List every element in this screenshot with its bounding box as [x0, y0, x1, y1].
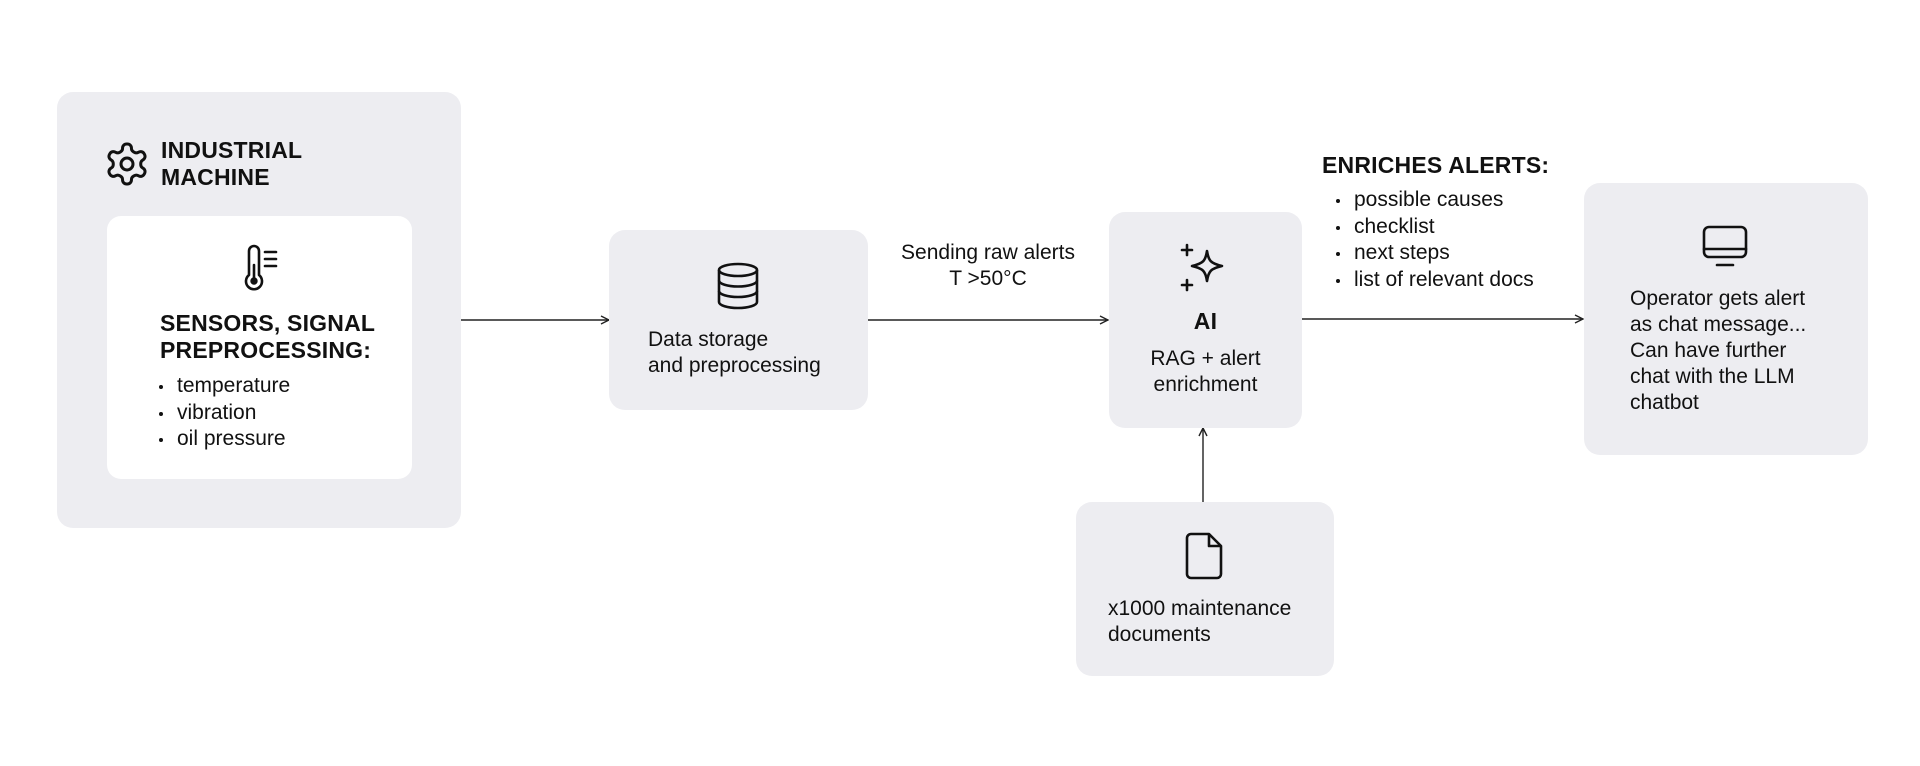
enriches-list: possible causes checklist next steps lis… [1335, 187, 1534, 293]
document-icon [1182, 531, 1226, 581]
ai-title: AI [1193, 308, 1218, 334]
list-item: list of relevant docs [1335, 267, 1534, 294]
monitor-icon [1701, 223, 1749, 271]
list-item: checklist [1335, 214, 1534, 241]
thermometer-icon [234, 243, 284, 293]
sparkles-icon [1178, 242, 1230, 294]
data-storage-label: Data storage and preprocessing [648, 328, 821, 377]
gear-icon [103, 140, 151, 188]
list-item: temperature [158, 373, 290, 400]
data-storage-box [609, 230, 868, 410]
operator-label: Operator gets alert as chat message... C… [1630, 287, 1807, 414]
list-item: next steps [1335, 240, 1534, 267]
sending-raw-alerts-label: Sending raw alerts T >50°C [901, 241, 1075, 290]
documents-label: x1000 maintenance documents [1108, 597, 1292, 646]
industrial-machine-title: INDUSTRIAL MACHINE [161, 137, 303, 190]
sensors-title: SENSORS, SIGNAL PREPROCESSING: [160, 310, 376, 363]
operator-box [1584, 183, 1868, 455]
documents-box [1076, 502, 1334, 676]
list-item: oil pressure [158, 426, 290, 453]
enriches-alerts-title: ENRICHES ALERTS: [1322, 152, 1550, 178]
sensor-list: temperature vibration oil pressure [158, 373, 290, 453]
database-icon [714, 261, 762, 311]
list-item: vibration [158, 400, 290, 427]
ai-label: RAG + alert enrichment [1150, 347, 1261, 396]
list-item: possible causes [1335, 187, 1534, 214]
ai-box [1109, 212, 1302, 428]
